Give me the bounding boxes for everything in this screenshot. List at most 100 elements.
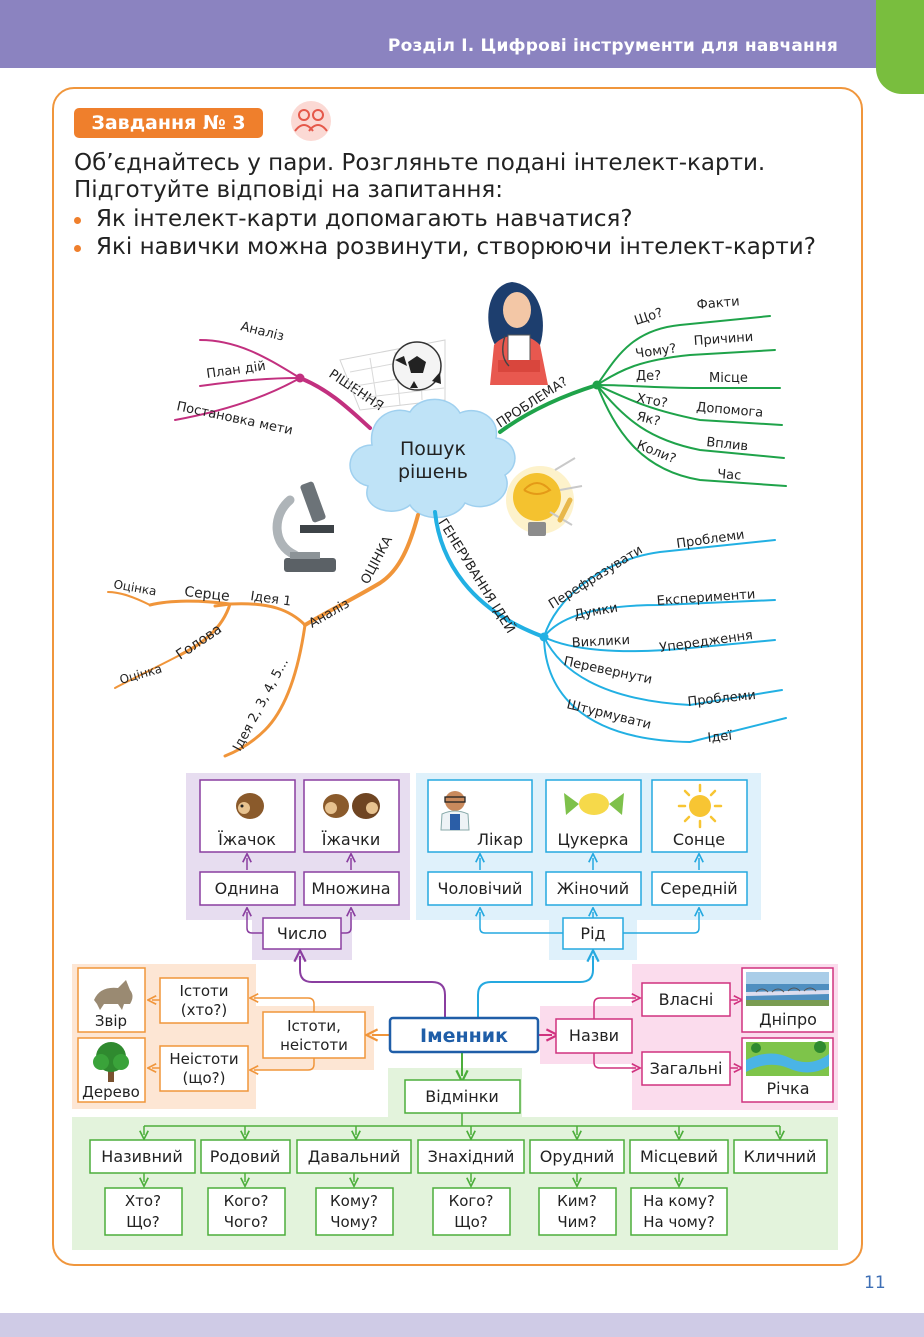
problem-question: Чому? <box>634 341 677 362</box>
case-label: Родовий <box>210 1147 281 1166</box>
case-question: Кого? <box>449 1192 494 1210</box>
ideas-right-item: Упередження <box>658 628 753 656</box>
animate-box <box>159 977 249 1024</box>
plural-label: Множина <box>311 879 390 898</box>
footer-band <box>0 1313 924 1337</box>
case-label: Називний <box>101 1147 182 1166</box>
noun-center-box <box>388 1016 540 1054</box>
solution-item: План дій <box>205 359 266 382</box>
case-question: Ким? <box>557 1192 597 1210</box>
problem-answer: Допомога <box>696 400 764 421</box>
inanimate-label: (що?) <box>183 1069 226 1087</box>
hedgehogs-card <box>303 779 400 853</box>
microscope-icon <box>272 481 336 572</box>
number-box <box>262 917 342 950</box>
animate-label: Істоти <box>179 982 228 1000</box>
chapter-tab <box>876 0 924 94</box>
evaluation-item: Аналіз <box>307 596 353 631</box>
river-picture-icon <box>746 1041 829 1076</box>
proper-box <box>641 982 731 1017</box>
evaluation-item: Серце <box>184 584 231 605</box>
question-item: Які навички можна розвинути, створюючи і… <box>74 234 816 261</box>
card-label: Дерево <box>82 1083 140 1101</box>
tree-icon <box>93 1042 129 1082</box>
gender-label: Рід <box>580 924 605 943</box>
feminine-label: Жіночий <box>557 879 629 898</box>
case-question: На чому? <box>643 1213 714 1231</box>
case-question-box <box>432 1187 511 1236</box>
case-label: Кличний <box>744 1147 817 1166</box>
masculine-box <box>427 871 533 906</box>
card-label: Звір <box>95 1012 127 1030</box>
wolf-icon <box>94 980 133 1010</box>
animacy-label: неістоти <box>280 1036 348 1054</box>
plural-box <box>303 871 400 906</box>
case-box <box>200 1139 291 1174</box>
sun-icon <box>677 783 723 829</box>
mind-map-noun: Їжачок Їжачки Однина Множина Число <box>72 773 838 1250</box>
card-label: Сонце <box>673 830 725 849</box>
section-title: Розділ І. Цифрові інструменти для навчан… <box>387 36 838 56</box>
case-box <box>529 1139 625 1174</box>
case-box <box>89 1139 196 1174</box>
case-question: Чим? <box>557 1213 596 1231</box>
ideas-right-item: Ідеї <box>707 728 733 746</box>
doctor-icon <box>440 791 470 831</box>
evaluation-item: Ідея 1 <box>249 589 292 610</box>
case-question-box <box>207 1187 286 1236</box>
center-cloud <box>349 398 516 519</box>
case-question-box <box>315 1187 394 1236</box>
page-number: 11 <box>864 1273 886 1293</box>
animate-label: (хто?) <box>181 1001 227 1019</box>
problem-answer: Вплив <box>706 435 749 454</box>
problem-answer: Час <box>717 467 742 484</box>
case-box <box>733 1139 828 1174</box>
branch-problem <box>498 315 787 487</box>
case-question-box <box>630 1187 728 1236</box>
case-question: Чого? <box>224 1213 268 1231</box>
neuter-label: Середній <box>660 879 737 898</box>
problem-question: Де? <box>636 369 661 384</box>
case-question-box <box>104 1187 183 1236</box>
animacy-label: Істоти, <box>287 1017 341 1035</box>
card-label: Лікар <box>477 830 523 849</box>
card-label: Річка <box>766 1079 809 1098</box>
question-item: Як інтелект-карти допомагають навчатися? <box>74 206 633 233</box>
evaluation-item: Голова <box>173 621 225 663</box>
center-title: рішень <box>398 461 468 483</box>
woman-illustration-icon <box>488 282 548 385</box>
branch-solution <box>174 339 372 430</box>
bridge-photo-icon <box>746 972 829 1006</box>
ideas-right-item: Експерименти <box>656 587 756 609</box>
inanimate-label: Неістоти <box>169 1050 238 1068</box>
singular-label: Однина <box>215 879 280 898</box>
center-title: Пошук <box>400 438 466 460</box>
case-question-box <box>538 1187 617 1236</box>
case-question: Хто? <box>125 1192 161 1210</box>
problem-question: Хто? <box>635 391 668 411</box>
hedgehog-icon <box>236 793 264 819</box>
problem-answer: Факти <box>696 294 740 313</box>
ideas-left-item: Виклики <box>571 633 630 651</box>
names-box <box>555 1018 633 1054</box>
card-label: Дніпро <box>759 1010 817 1029</box>
proper-label: Власні <box>659 990 714 1009</box>
case-label: Місцевий <box>640 1147 718 1166</box>
problem-question: Як? <box>635 409 662 429</box>
light-bulb-icon <box>506 457 583 536</box>
header-band <box>0 0 890 68</box>
animacy-box <box>262 1011 366 1059</box>
task-badge: Завдання № 3 <box>74 108 263 138</box>
ideas-right-item: Проблеми <box>675 528 745 552</box>
case-question: Що? <box>454 1213 488 1231</box>
noun-center-label: Іменник <box>420 1025 508 1047</box>
case-box <box>629 1139 729 1174</box>
branch-label-evaluation: ОЦІНКА <box>358 534 396 587</box>
mind-map-problem-solving: РІШЕННЯ Аналіз План дій Постановка мети … <box>107 282 787 758</box>
case-question: Чому? <box>330 1213 378 1231</box>
problem-answer: Причини <box>693 330 753 349</box>
case-question: Що? <box>126 1213 160 1231</box>
task-intro: Об’єднайтесь у пари. Розгляньте подані і… <box>74 150 766 203</box>
evaluation-item: Оцінка <box>112 577 157 598</box>
